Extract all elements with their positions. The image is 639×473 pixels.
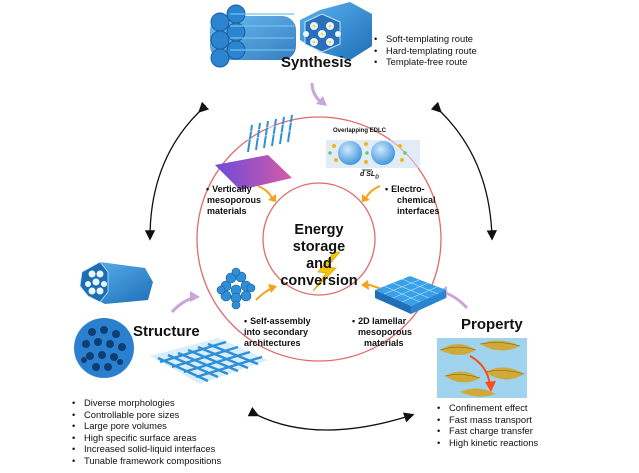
bullet-dot: •	[206, 184, 210, 194]
bullet-dot: •	[244, 316, 248, 326]
label-2d-lamellar: •2D lamellar mesoporous materials	[352, 316, 412, 349]
label-self-assembly: •Self-assembly into secondary architectu…	[244, 316, 311, 349]
label-line: mesoporous	[207, 195, 262, 205]
mesh-sheet-icon	[150, 338, 268, 384]
list-item: Confinement effect	[436, 402, 538, 414]
edlc-title: Overlapping EDLC	[333, 128, 387, 134]
inner-ring	[262, 182, 376, 296]
label-line: architectures	[244, 338, 301, 348]
list-item: Hard-templating route	[373, 45, 477, 57]
edlc-sl: SL	[366, 171, 376, 178]
center-title: Energy storage and conversion	[269, 222, 369, 290]
bullet-dot: •	[352, 316, 356, 326]
rods-bundle-icon	[210, 4, 296, 68]
cluster-sphere-icon	[216, 267, 256, 310]
label-line: into secondary	[244, 327, 309, 337]
label-line: Vertically	[212, 184, 252, 194]
pink-arrow-synthesis	[310, 82, 327, 106]
label-line: mesoporous	[358, 327, 413, 337]
list-item: Fast charge transfer	[436, 425, 538, 437]
list-item: Fast mass transport	[436, 414, 538, 426]
label-line: chemical	[397, 195, 436, 205]
edlc-sl-sub: D	[375, 174, 379, 181]
label-line: Self-assembly	[250, 316, 311, 326]
list-item: Increased solid-liquid interfaces	[71, 443, 221, 455]
structure-title: Structure	[133, 323, 200, 340]
pink-arrow-structure	[170, 291, 200, 314]
list-item: Controllable pore sizes	[71, 409, 221, 421]
structure-features-list: Diverse morphologies Controllable pore s…	[71, 397, 221, 467]
orange-arrows	[255, 185, 385, 301]
label-line: 2D lamellar	[358, 316, 407, 326]
list-item: Large pore volumes	[71, 420, 221, 432]
label-line: Electro-	[391, 184, 425, 194]
mesoporous-sphere-icon	[74, 318, 134, 378]
arrow-synthesis-structure	[144, 101, 210, 241]
arrow-structure-property	[247, 406, 415, 431]
label-line: materials	[364, 338, 404, 348]
center-title-line-1: Energy storage	[292, 222, 346, 255]
list-item: Soft-templating route	[373, 33, 477, 45]
synthesis-title: Synthesis	[281, 54, 352, 71]
property-title: Property	[461, 316, 523, 333]
edlc-icon	[326, 140, 420, 171]
lightning-icon	[312, 251, 341, 292]
confinement-icon	[437, 338, 527, 398]
edlc-distance-label: d SLD	[360, 171, 379, 180]
label-vertically-mesoporous: •Vertically mesoporous materials	[206, 184, 261, 217]
arrow-synthesis-property	[430, 101, 497, 241]
hexagonal-column-icon	[300, 2, 372, 60]
structure-column-icon	[79, 261, 153, 304]
label-line: interfaces	[397, 206, 440, 216]
list-item: Tunable framework compositions	[71, 455, 221, 467]
lamellar-grid-icon	[375, 276, 446, 314]
label-electrochemical-interfaces: •Electro- chemical interfaces	[385, 184, 440, 217]
list-item: High kinetic reactions	[436, 437, 538, 449]
label-line: materials	[207, 206, 247, 216]
list-item: Template-free route	[373, 56, 477, 68]
edlc-d: d	[360, 171, 365, 178]
synthesis-routes-list: Soft-templating route Hard-templating ro…	[373, 33, 477, 68]
vertical-array-icon	[215, 114, 295, 190]
center-title-line-2: and conversion	[280, 256, 358, 289]
list-item: High specific surface areas	[71, 432, 221, 444]
list-item: Diverse morphologies	[71, 397, 221, 409]
property-features-list: Confinement effect Fast mass transport F…	[436, 402, 538, 448]
bullet-dot: •	[385, 184, 389, 194]
